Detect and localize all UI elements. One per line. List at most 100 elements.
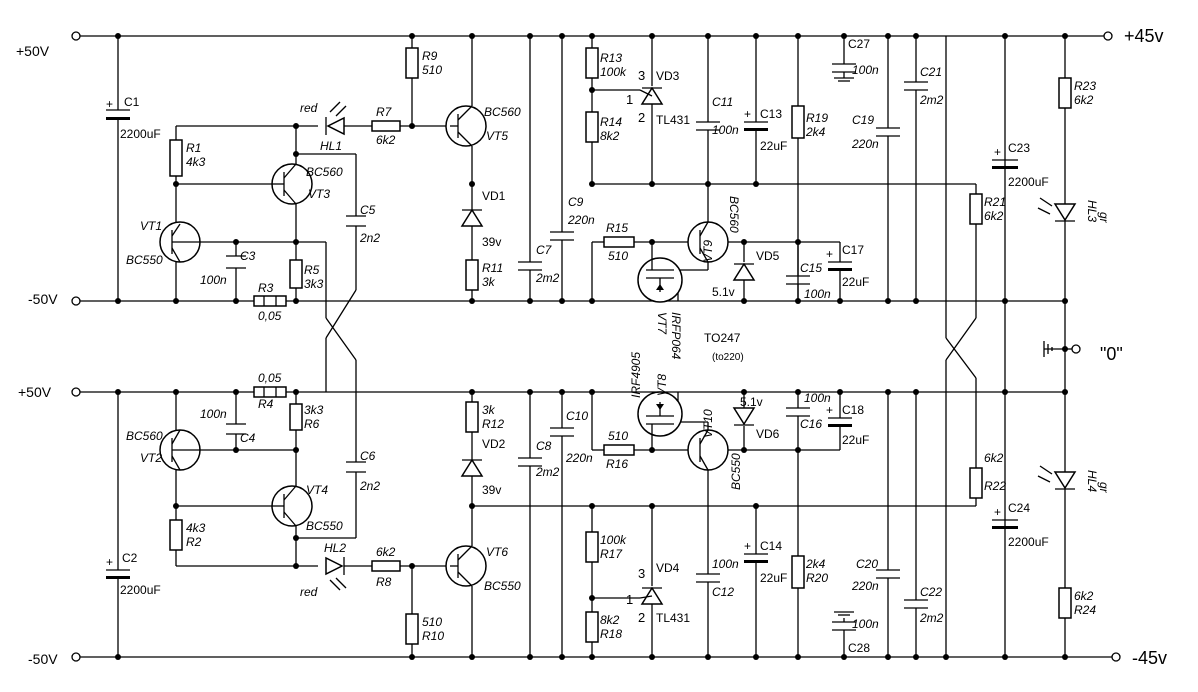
c8-capacitor (518, 392, 542, 657)
r15-ref: R15 (606, 221, 628, 235)
svg-text:+: + (826, 247, 833, 261)
r2-resistor (169, 519, 183, 551)
rail-label-top-right: +45v (1124, 26, 1164, 46)
rail-label-top-left: +50V (16, 43, 50, 59)
c14-value: 22uF (760, 571, 787, 585)
vt7-value: IRFP064 (669, 312, 683, 360)
c13-capacitor: + (744, 107, 768, 131)
c21-ref: C21 (920, 65, 942, 79)
r21-resistor (969, 193, 983, 225)
r11-ref: R11 (482, 261, 503, 275)
c23-value: 2200uF (1008, 175, 1049, 189)
lower-driver-wires (175, 338, 450, 657)
vd4-value: TL431 (656, 611, 690, 625)
c20-value: 220n (851, 579, 879, 593)
svg-text:+: + (106, 97, 113, 111)
vd6-ref: VD6 (756, 427, 780, 441)
vt1-ref: VT1 (140, 219, 162, 233)
r10-resistor (405, 613, 419, 645)
junction-dots (115, 33, 1068, 660)
c11-ref: C11 (712, 95, 733, 109)
vt1-value: BC550 (126, 253, 163, 267)
hl1-value: red (300, 101, 318, 115)
hl4-ref: HL4 (1085, 470, 1099, 492)
c22-ref: C22 (920, 585, 942, 599)
c9-ref: C9 (568, 195, 584, 209)
c2-capacitor: + (106, 392, 130, 657)
vt10-transistor (687, 429, 729, 471)
vd6-zener (732, 407, 756, 426)
vt1-transistor (159, 221, 201, 263)
vt8-mosfet (637, 391, 683, 437)
c5-capacitor (346, 215, 366, 227)
r3-ref: R3 (258, 281, 274, 295)
r21-value: 6k2 (984, 209, 1004, 223)
vt9-value: BC560 (727, 196, 741, 233)
svg-text:+: + (826, 403, 833, 417)
c10-capacitor (550, 392, 574, 657)
vd3-pin3: 3 (638, 68, 645, 83)
c11-value: 100n (712, 123, 739, 137)
r4-ref: R4 (258, 397, 274, 411)
vd3-ref: VD3 (656, 69, 680, 83)
vt3-value: BC560 (306, 165, 343, 179)
r7-ref: R7 (376, 105, 393, 119)
r3-resistor (253, 295, 287, 307)
r1-resistor (169, 139, 183, 177)
c21-capacitor (904, 36, 928, 301)
rail-label-bottom-left: -50V (28, 651, 58, 667)
r6-value: 3k3 (304, 403, 324, 417)
rail-label-bottom-right: -45v (1132, 648, 1167, 668)
vt6-transistor (445, 506, 487, 657)
r23-resistor (1058, 77, 1072, 109)
c27-ref: C27 (848, 37, 870, 51)
r2-value: 4k3 (186, 521, 206, 535)
r20-value: 2k4 (805, 557, 826, 571)
r14-resistor (585, 111, 599, 143)
c8-value: 2m2 (535, 465, 560, 479)
vd4-ref: VD4 (656, 561, 680, 575)
r9-value: 510 (422, 63, 442, 77)
r23-ref: R23 (1074, 79, 1096, 93)
package-label: TO247 (704, 331, 741, 345)
c3-value: 100n (200, 273, 227, 287)
c18-capacitor: + (826, 403, 852, 427)
c11-capacitor (696, 121, 720, 131)
r3-value: 0,05 (258, 309, 282, 323)
r17-value: 100k (600, 533, 627, 547)
vd2-zener (460, 392, 976, 507)
r12-resistor (465, 401, 479, 433)
c19-capacitor (876, 36, 900, 301)
r22-value: 6k2 (984, 451, 1004, 465)
c4-ref: C4 (240, 431, 256, 445)
r16-resistor (603, 444, 635, 456)
r18-ref: R18 (600, 627, 622, 641)
c24-capacitor: + (992, 505, 1018, 529)
r21-wires (945, 36, 977, 379)
r19-resistor (791, 105, 805, 139)
vt6-value: BC550 (484, 579, 521, 593)
c12-capacitor (696, 573, 720, 583)
vt5-transistor (445, 36, 487, 210)
r20-resistor (791, 555, 805, 589)
c1-value: 2200uF (120, 127, 161, 141)
vt4-ref: VT4 (306, 483, 328, 497)
c1-ref: C1 (124, 95, 140, 109)
vd1-zener (460, 208, 484, 301)
vt2-transistor (159, 429, 201, 471)
c23-capacitor: + (992, 145, 1018, 169)
c28-value: 100n (852, 617, 879, 631)
c19-ref: C19 (852, 113, 874, 127)
c19-value: 220n (851, 137, 879, 151)
vd5-value: 5.1v (712, 285, 735, 299)
hl1-led (325, 101, 347, 136)
c10-value: 220n (565, 451, 593, 465)
vd5-zener (732, 262, 756, 281)
c17-capacitor: + (826, 247, 852, 271)
vt2-value: BC560 (126, 429, 163, 443)
c16-value: 100n (804, 391, 831, 405)
vd3-value: TL431 (656, 113, 690, 127)
c7-capacitor (518, 36, 542, 301)
c6-value: 2n2 (359, 479, 380, 493)
